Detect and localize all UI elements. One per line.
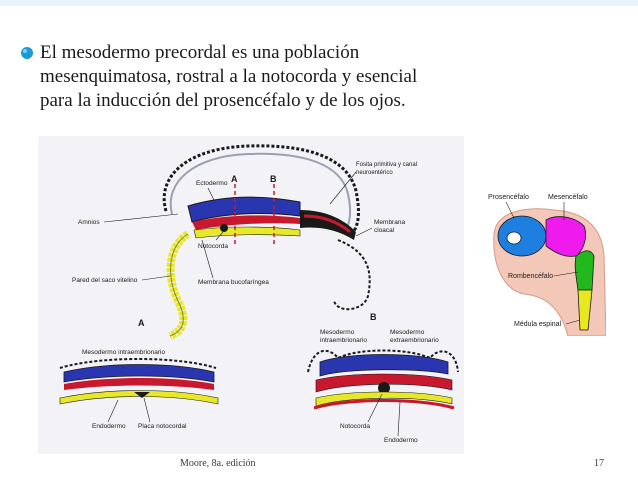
section-a-endoderm [59, 390, 219, 405]
cut-label-b: B [270, 174, 277, 184]
label-amnios: Amnios [78, 219, 100, 226]
label-pared-saco: Pared del saco vitelino [72, 277, 138, 284]
mesencefalo-region [545, 216, 586, 257]
section-label-a: A [138, 318, 145, 328]
label-membrana-cloacal: Membrana [374, 219, 405, 226]
section-b-endoderm [315, 391, 453, 407]
label-mesencefalo: Mesencéfalo [548, 194, 588, 201]
label-fosita-2: neuroentérico [356, 170, 393, 176]
label-mesodermo-b3: Mesodermo [390, 329, 425, 336]
page-number: 17 [594, 458, 604, 469]
section-a-amnion [59, 358, 217, 369]
label-prosencefalo: Prosencéfalo [488, 194, 529, 201]
label-fosita: Fosita primitiva y canal [356, 162, 417, 168]
mesoderm-band [192, 215, 300, 230]
section-b-yolk [313, 399, 455, 410]
cut-label-a: A [231, 174, 238, 184]
label-endodermo-a: Endodermo [92, 423, 126, 430]
label-mesodermo-b1: Mesodermo [320, 329, 355, 336]
label-notocorda: Notocorda [198, 243, 228, 250]
label-ectodermo: Ectodermo [196, 180, 228, 187]
top-accent-bar [0, 0, 638, 6]
yolk-sac-wall-right [333, 239, 371, 311]
bullet-line-3: para la inducción del prosencéfalo y de … [40, 90, 406, 111]
label-mesodermo-b4: extraembrionario [390, 337, 439, 344]
footer-source: Moore, 8a. edición [180, 458, 256, 469]
notochord-dot [220, 224, 228, 232]
bullet-line-2: mesenquimatosa, rostral a la notocorda y… [40, 66, 418, 87]
bullet-text: El mesodermo precordal es una población … [40, 41, 600, 113]
section-a-ectoderm [63, 364, 215, 383]
label-notocorda-b: Notocorda [340, 423, 370, 430]
embryo-diagram: A B Ectodermo Fosita primitiva y canal n… [38, 136, 464, 454]
label-membrana-buco: Membrana bucofaríngea [198, 279, 269, 286]
eye-vesicle [506, 231, 522, 245]
label-mesodermo-b2: intraembrionario [320, 337, 367, 344]
label-endodermo-b: Endodermo [384, 437, 418, 444]
section-a-mesoderm [64, 378, 214, 390]
label-placa-notocordal: Placa notocordal [138, 423, 187, 430]
amnion-outline-inner [169, 152, 352, 235]
section-b-amnion [307, 349, 459, 373]
rombencefalo-region [574, 250, 595, 291]
section-b-ectoderm [319, 354, 449, 377]
brain-vesicles-diagram: Prosencéfalo Mesencéfalo Rombencéfalo Mé… [484, 186, 606, 336]
bullet-icon [21, 47, 33, 59]
label-rombencefalo: Rombencéfalo [508, 273, 553, 280]
label-mesodermo-intra: Mesodermo intraembrionario [82, 349, 165, 356]
label-membrana-cloacal-2: cloacal [374, 227, 395, 234]
label-medula: Médula espinal [514, 321, 562, 328]
amnion-outline [162, 144, 360, 238]
prosencefalo-region [497, 215, 547, 257]
medula-region [577, 289, 593, 331]
section-b-notochord [378, 382, 390, 394]
bullet-line-1: El mesodermo precordal es una población [40, 42, 360, 63]
section-label-b: B [370, 312, 377, 322]
